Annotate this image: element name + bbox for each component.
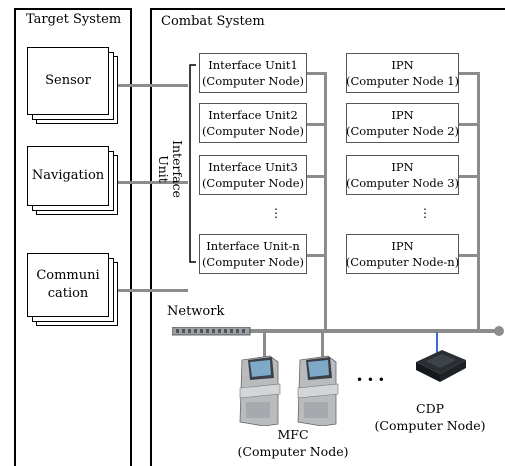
communication-label-line-2: cation <box>47 286 89 301</box>
interface-unit-3-stub <box>307 175 326 178</box>
interface-unit-n-type: (Computer Node) <box>201 255 305 269</box>
communication-box: Communi cation <box>27 253 109 317</box>
ipn-1-box: IPN (Computer Node 1) <box>346 53 459 93</box>
interface-unit-1-name: Interface Unit1 <box>208 58 298 72</box>
sensor-connector <box>118 84 188 87</box>
ipn-1-stub <box>459 72 479 75</box>
ipn-2-box: IPN (Computer Node 2) <box>346 103 459 143</box>
mfc-1-drop <box>263 332 266 362</box>
communication-label-line-1: Communi <box>36 268 100 283</box>
interface-unit-1-stub <box>307 72 326 75</box>
navigation-label: Navigation <box>31 168 105 183</box>
network-end-dot <box>494 326 504 336</box>
target-system-title: Target System <box>26 12 122 27</box>
ipn-bus-line <box>477 72 480 332</box>
communication-connector <box>118 289 188 292</box>
interface-unit-n-stub <box>307 254 326 257</box>
cdp-type: (Computer Node) <box>374 418 486 433</box>
ipn-3-type: (Computer Node 3) <box>345 176 460 190</box>
ipn-n-box: IPN (Computer Node-n) <box>346 234 459 274</box>
mfc-2-drop <box>321 332 324 362</box>
ipn-n-name: IPN <box>391 239 414 253</box>
sensor-box: Sensor <box>27 47 109 115</box>
interface-unit-3-name: Interface Unit3 <box>208 160 298 174</box>
terminal-ellipsis: • • • <box>356 373 385 387</box>
mfc-console-icon <box>239 355 281 426</box>
ipn-3-box: IPN (Computer Node 3) <box>346 155 459 195</box>
ipn-ellipsis: ⋮ <box>419 206 431 220</box>
interface-unit-2-type: (Computer Node) <box>201 124 305 138</box>
interface-unit-2-name: Interface Unit2 <box>208 108 298 122</box>
interface-bus-line <box>324 72 327 332</box>
combat-system-title: Combat System <box>161 14 265 29</box>
interface-unit-n-name: Interface Unit-n <box>206 239 300 253</box>
ipn-2-type: (Computer Node 2) <box>345 124 460 138</box>
cdp-label: CDP (Computer Node) <box>370 400 490 434</box>
interface-unit-1-box: Interface Unit1 (Computer Node) <box>199 53 307 93</box>
cdp-device-icon <box>416 350 466 382</box>
mfc-name: MFC <box>277 427 309 442</box>
interface-unit-3-type: (Computer Node) <box>201 176 305 190</box>
ipn-1-name: IPN <box>391 58 414 72</box>
cdp-name: CDP <box>416 401 444 416</box>
ipn-1-type: (Computer Node 1) <box>345 74 460 88</box>
ipn-2-stub <box>459 123 479 126</box>
combat-system-panel <box>150 8 505 466</box>
interface-unit-2-box: Interface Unit2 (Computer Node) <box>199 103 307 143</box>
interface-unit-label: Interface Unit <box>156 140 185 198</box>
mfc-type: (Computer Node) <box>237 444 349 459</box>
combat-left-bus <box>186 84 189 292</box>
interface-unit-3-box: Interface Unit3 (Computer Node) <box>199 155 307 195</box>
navigation-box: Navigation <box>27 146 109 206</box>
interface-unit-2-stub <box>307 123 326 126</box>
network-label: Network <box>167 304 225 319</box>
ipn-3-stub <box>459 175 479 178</box>
cdp-drop <box>436 332 438 354</box>
target-system-panel <box>14 8 132 466</box>
mfc-console-icon <box>297 355 339 426</box>
ipn-n-type: (Computer Node-n) <box>345 255 460 269</box>
network-switch-icon <box>172 327 251 336</box>
interface-unit-ellipsis: ⋮ <box>270 206 282 220</box>
ipn-n-stub <box>459 254 479 257</box>
ipn-3-name: IPN <box>391 160 414 174</box>
navigation-connector <box>118 181 188 184</box>
interface-unit-1-type: (Computer Node) <box>201 74 305 88</box>
sensor-label: Sensor <box>45 73 91 88</box>
network-bus-line <box>172 329 498 333</box>
mfc-label: MFC (Computer Node) <box>233 426 353 460</box>
interface-unit-n-box: Interface Unit-n (Computer Node) <box>199 234 307 274</box>
ipn-2-name: IPN <box>391 108 414 122</box>
